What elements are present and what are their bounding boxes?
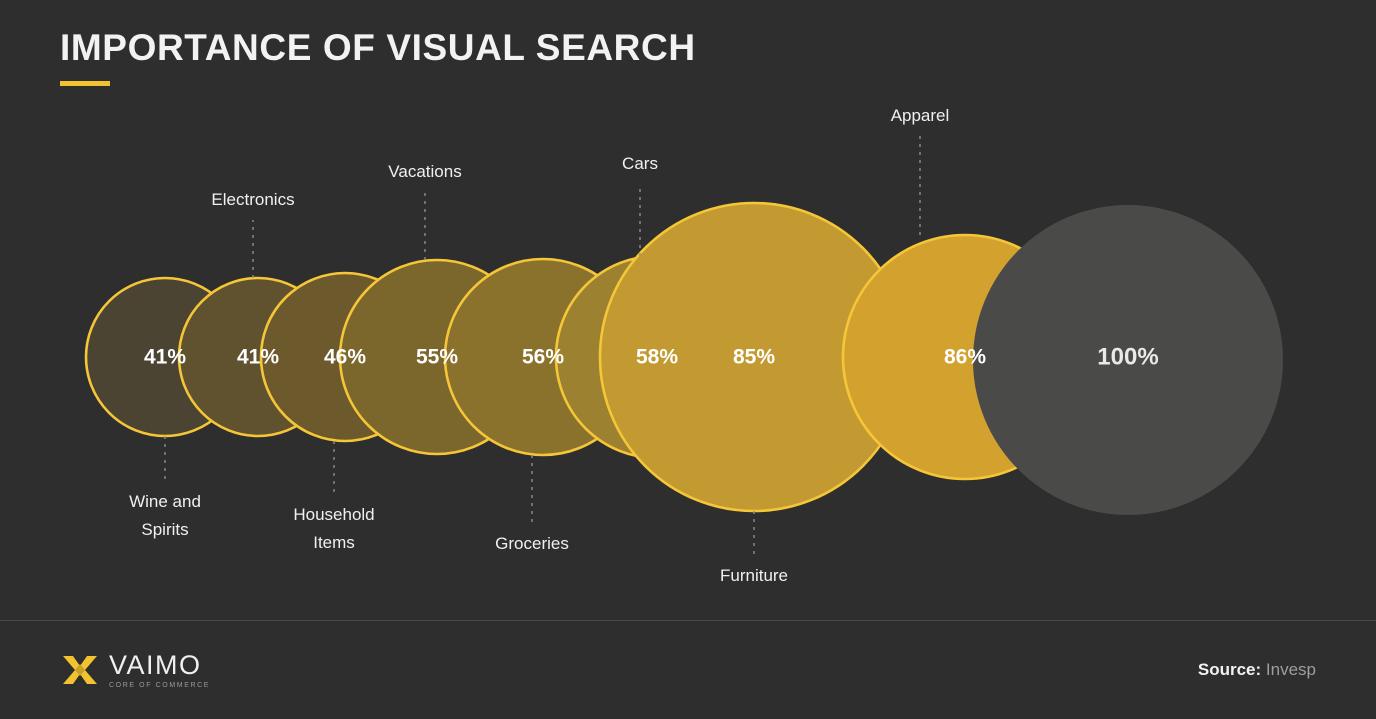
- leader-lines-layer: [164, 136, 921, 556]
- bubble-value-label: 41%: [237, 346, 279, 369]
- bubble-value-label: 86%: [944, 346, 986, 369]
- bubble-category-label: Cars: [622, 154, 658, 173]
- title-underline-rule: [60, 80, 110, 86]
- bubble-value-label: 100%: [1097, 344, 1158, 371]
- bubble-value-label: 55%: [416, 346, 458, 369]
- page-title: IMPORTANCE OF VISUAL SEARCH: [60, 27, 696, 68]
- bubble-values-layer: 41% 41% 46% 55% 56% 58% 85% 86% 100%: [144, 344, 1159, 371]
- bubble-category-label: Groceries: [495, 534, 569, 553]
- source-label: Source:: [1197, 660, 1262, 679]
- logo-tagline: CORE OF COMMERCE: [109, 681, 211, 689]
- bubbles-layer: [84, 201, 1283, 515]
- footer: VAIMO CORE OF COMMERCE Source: Invesp: [0, 621, 1376, 719]
- header: IMPORTANCE OF VISUAL SEARCH: [60, 27, 696, 86]
- bubble-value-label: 85%: [733, 346, 775, 369]
- bubble-category-label: Vacations: [388, 162, 461, 181]
- bubble-value-label: 46%: [324, 346, 366, 369]
- bubble-category-label: Furniture: [720, 566, 788, 585]
- bubble-value-label: 41%: [144, 346, 186, 369]
- footer-divider: [0, 620, 1376, 621]
- logo-wordmark: VAIMO: [109, 649, 202, 680]
- source-name: Invesp: [1265, 660, 1316, 679]
- bubble-category-label: Electronics: [211, 190, 294, 209]
- bubble-value-label: 56%: [522, 346, 564, 369]
- source-attribution: Source: Invesp: [1198, 660, 1316, 680]
- vaimo-logo[interactable]: VAIMO CORE OF COMMERCE: [60, 650, 212, 690]
- bubble-category-label: Apparel: [891, 106, 950, 125]
- vaimo-x-mark-icon: [63, 656, 97, 684]
- bubble-total: [973, 205, 1283, 515]
- bubble-value-label: 58%: [636, 346, 678, 369]
